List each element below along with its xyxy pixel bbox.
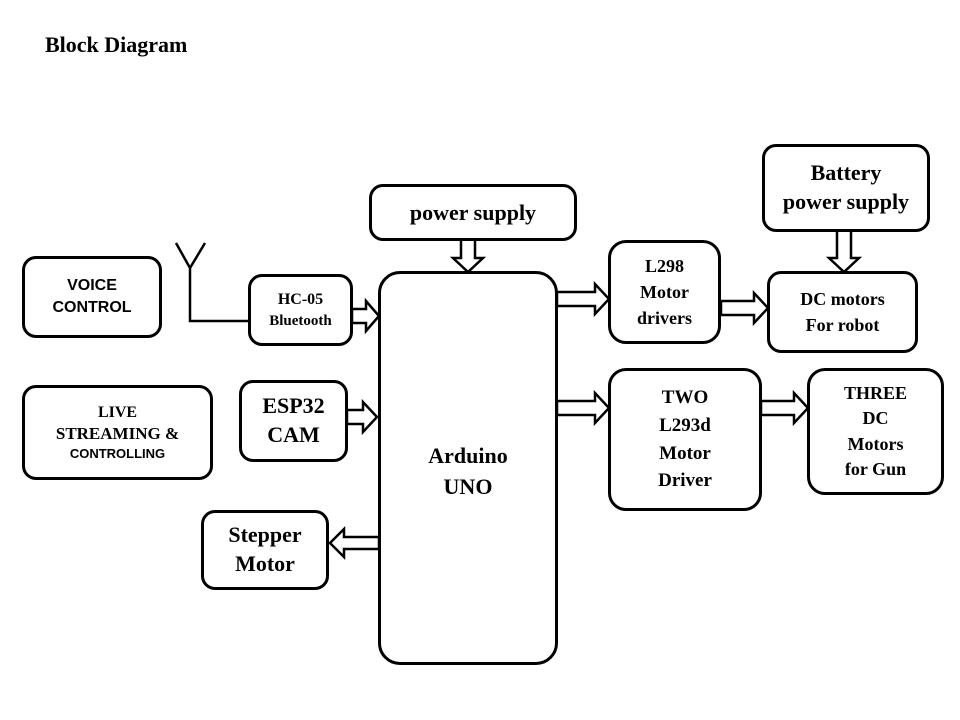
arrow-l298-to-dc-motors bbox=[719, 289, 770, 327]
block-label: L298 bbox=[644, 255, 684, 276]
block-label: HC-05 bbox=[277, 291, 324, 309]
arrow-hc05-to-arduino bbox=[350, 297, 381, 335]
block-label: Stepper bbox=[228, 522, 302, 548]
arduino-uno-block: Arduino UNO bbox=[378, 271, 558, 665]
block-label: DC motors bbox=[800, 288, 885, 309]
l298-motor-drivers-block: L298 Motor drivers bbox=[608, 240, 721, 344]
block-label: Arduino bbox=[428, 443, 508, 469]
block-label: Battery bbox=[810, 160, 882, 186]
block-label: CONTROL bbox=[52, 299, 132, 316]
block-label: Motor bbox=[640, 281, 689, 302]
block-label: drivers bbox=[637, 308, 692, 329]
block-label: for Gun bbox=[844, 458, 907, 479]
hc05-bluetooth-block: HC-05 Bluetooth bbox=[248, 274, 353, 346]
block-label: ESP32 bbox=[262, 393, 325, 419]
block-label: CAM bbox=[267, 422, 320, 447]
dc-motors-gun-block: THREE DC Motors for Gun bbox=[807, 368, 944, 495]
block-label: For robot bbox=[805, 315, 880, 335]
block-label: Motor bbox=[659, 442, 711, 464]
block-label: STREAMING & bbox=[55, 424, 180, 444]
voice-control-block: VOICE CONTROL bbox=[22, 256, 162, 338]
block-label: Motors bbox=[847, 433, 904, 454]
power-supply-block: power supply bbox=[369, 184, 577, 241]
dc-motors-robot-block: DC motors For robot bbox=[767, 271, 918, 353]
block-label: LIVE bbox=[97, 403, 138, 421]
block-label: DC bbox=[862, 408, 889, 429]
block-label: VOICE bbox=[67, 277, 117, 295]
arrow-arduino-to-l293 bbox=[555, 389, 611, 427]
arrow-battery-to-dc-motors bbox=[825, 228, 863, 274]
battery-power-supply-block: Battery power supply bbox=[762, 144, 930, 232]
block-label: Bluetooth bbox=[269, 312, 332, 329]
block-label: THREE bbox=[843, 383, 908, 404]
l293d-motor-driver-block: TWO L293d Motor Driver bbox=[608, 368, 762, 511]
arrow-esp32-to-arduino bbox=[345, 398, 379, 436]
antenna-icon bbox=[174, 242, 248, 323]
live-streaming-block: LIVE STREAMING & CONTROLLING bbox=[22, 385, 213, 480]
arrow-arduino-to-stepper bbox=[328, 525, 381, 561]
arrow-l293-to-dc-gun bbox=[759, 389, 810, 427]
block-label: Driver bbox=[658, 470, 712, 492]
arrow-arduino-to-l298 bbox=[555, 280, 611, 318]
stepper-motor-block: Stepper Motor bbox=[201, 510, 329, 590]
page-title: Block Diagram bbox=[45, 32, 188, 57]
arrow-power-to-arduino bbox=[449, 236, 487, 274]
block-label: L293d bbox=[659, 414, 711, 436]
block-label: Motor bbox=[235, 551, 295, 576]
esp32-cam-block: ESP32 CAM bbox=[239, 380, 348, 462]
block-label: power supply bbox=[409, 199, 537, 225]
block-label: UNO bbox=[443, 474, 493, 499]
block-label: CONTROLLING bbox=[69, 445, 166, 461]
block-label: power supply bbox=[782, 189, 910, 214]
block-label: TWO bbox=[661, 387, 709, 409]
